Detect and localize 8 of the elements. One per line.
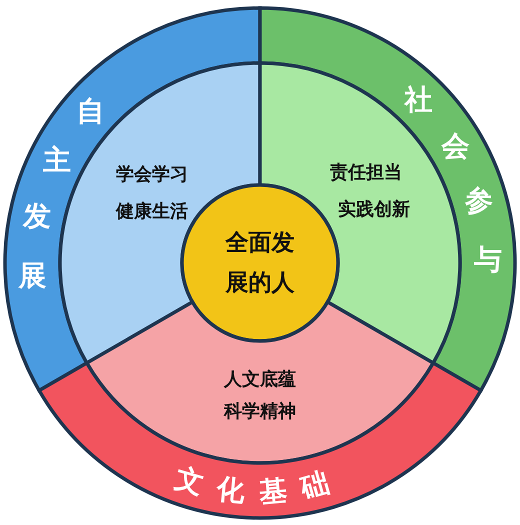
- segment-label: 人文底蕴: [224, 369, 296, 390]
- segment-label: 健康生活: [116, 201, 188, 222]
- segment-label: 责任担当: [330, 162, 402, 183]
- segment-label: 自主发展: [18, 94, 105, 292]
- segment-label: 文化基础: [172, 460, 348, 509]
- center-label: 全面发展的人: [224, 229, 296, 298]
- segment-label: 学会学习: [116, 164, 188, 185]
- segment-label: 科学精神: [224, 401, 296, 422]
